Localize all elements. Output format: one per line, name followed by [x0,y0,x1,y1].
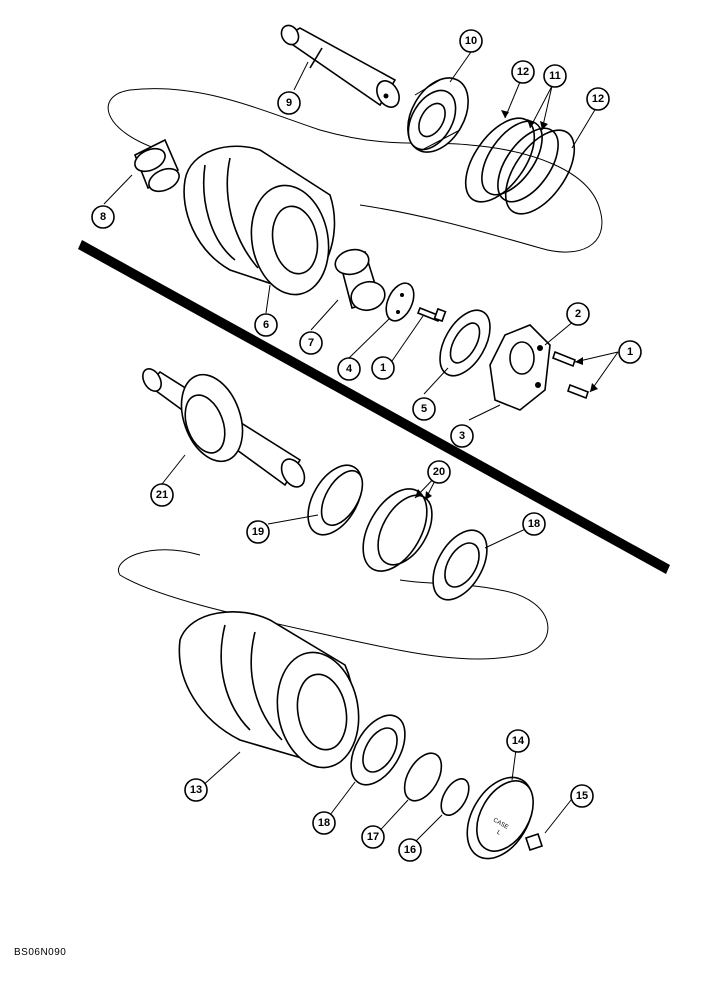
callout-16: 16 [398,838,422,862]
callout-21-label: 21 [156,489,168,501]
leader-arrowheads [415,110,598,500]
callout-16-label: 16 [404,844,416,856]
callout-6: 6 [254,313,278,337]
part-7-bushing [334,248,386,312]
part-18-bearing-upper [432,529,488,601]
part-14-cap: CASE L [466,776,534,860]
leader-lines [103,51,619,847]
part-3-retainer [489,324,551,411]
callout-9: 9 [277,91,301,115]
divider-bar [78,240,670,574]
callout-13-label: 13 [190,784,202,796]
callout-1b: 1 [618,340,642,364]
callout-10-label: 10 [465,35,477,47]
part-15-plug [524,832,544,852]
callout-17: 17 [361,825,385,849]
callout-8: 8 [91,205,115,229]
callout-4: 4 [337,357,361,381]
callout-18a: 18 [522,512,546,536]
callout-15: 15 [570,784,594,808]
part-21-shaft-collar [142,368,306,488]
part-6-roller-upper [183,145,336,296]
callout-9-label: 9 [286,97,292,109]
part-5-gasket [439,309,491,377]
part-19-seal [307,464,364,536]
callout-7-label: 7 [308,337,314,349]
callout-11: 11 [543,64,567,88]
callout-8-label: 8 [100,211,106,223]
callout-18b-label: 18 [318,817,330,829]
callout-14: 14 [506,729,530,753]
part-17-ring [403,752,443,802]
callout-14-label: 14 [512,735,525,747]
part-4-thrust-washer [385,282,415,322]
part-8-bushing [133,138,180,193]
callout-10: 10 [459,29,483,53]
drawing-code: BS06N090 [14,947,67,958]
callout-3-label: 3 [459,430,465,442]
callout-7: 7 [299,331,323,355]
callout-19: 19 [246,520,270,544]
callout-20: 20 [427,460,451,484]
callout-2: 2 [566,302,590,326]
callout-5: 5 [412,397,436,421]
seal-loop-outline-upper [107,88,603,253]
callout-4-label: 4 [346,363,353,375]
callout-5-label: 5 [421,403,427,415]
callout-18b: 18 [312,811,336,835]
callout-12a: 12 [511,60,535,84]
part-18-bearing-lower [350,714,406,786]
part-9-shaft [280,24,400,108]
callout-17-label: 17 [367,831,379,843]
callout-12b: 12 [586,87,610,111]
callout-12b-label: 12 [592,93,604,105]
part-13-roller-lower [178,611,360,769]
callout-20-label: 20 [433,466,445,478]
callout-19-label: 19 [252,526,264,538]
callout-3: 3 [450,424,474,448]
callout-15-label: 15 [576,790,588,802]
callout-11-label: 11 [549,70,561,82]
callout-21: 21 [150,483,174,507]
callout-12a-label: 12 [517,66,529,78]
callout-13: 13 [184,778,208,802]
part-1-bolt-left [416,306,447,323]
callout-6-label: 6 [263,319,269,331]
part-10-bearing [407,77,469,153]
callout-2-label: 2 [575,308,581,320]
callout-1b-label: 1 [627,346,633,358]
callout-1a: 1 [371,356,395,380]
callout-18a-label: 18 [528,518,540,530]
cap-letter-text: L [496,830,502,837]
seal-loop-outline-lower [117,549,549,660]
callout-1a-label: 1 [380,362,386,374]
part-11-12-seal-rings [464,117,576,215]
part-16-snap-ring [440,778,470,816]
part-1-bolts-right [552,350,589,400]
